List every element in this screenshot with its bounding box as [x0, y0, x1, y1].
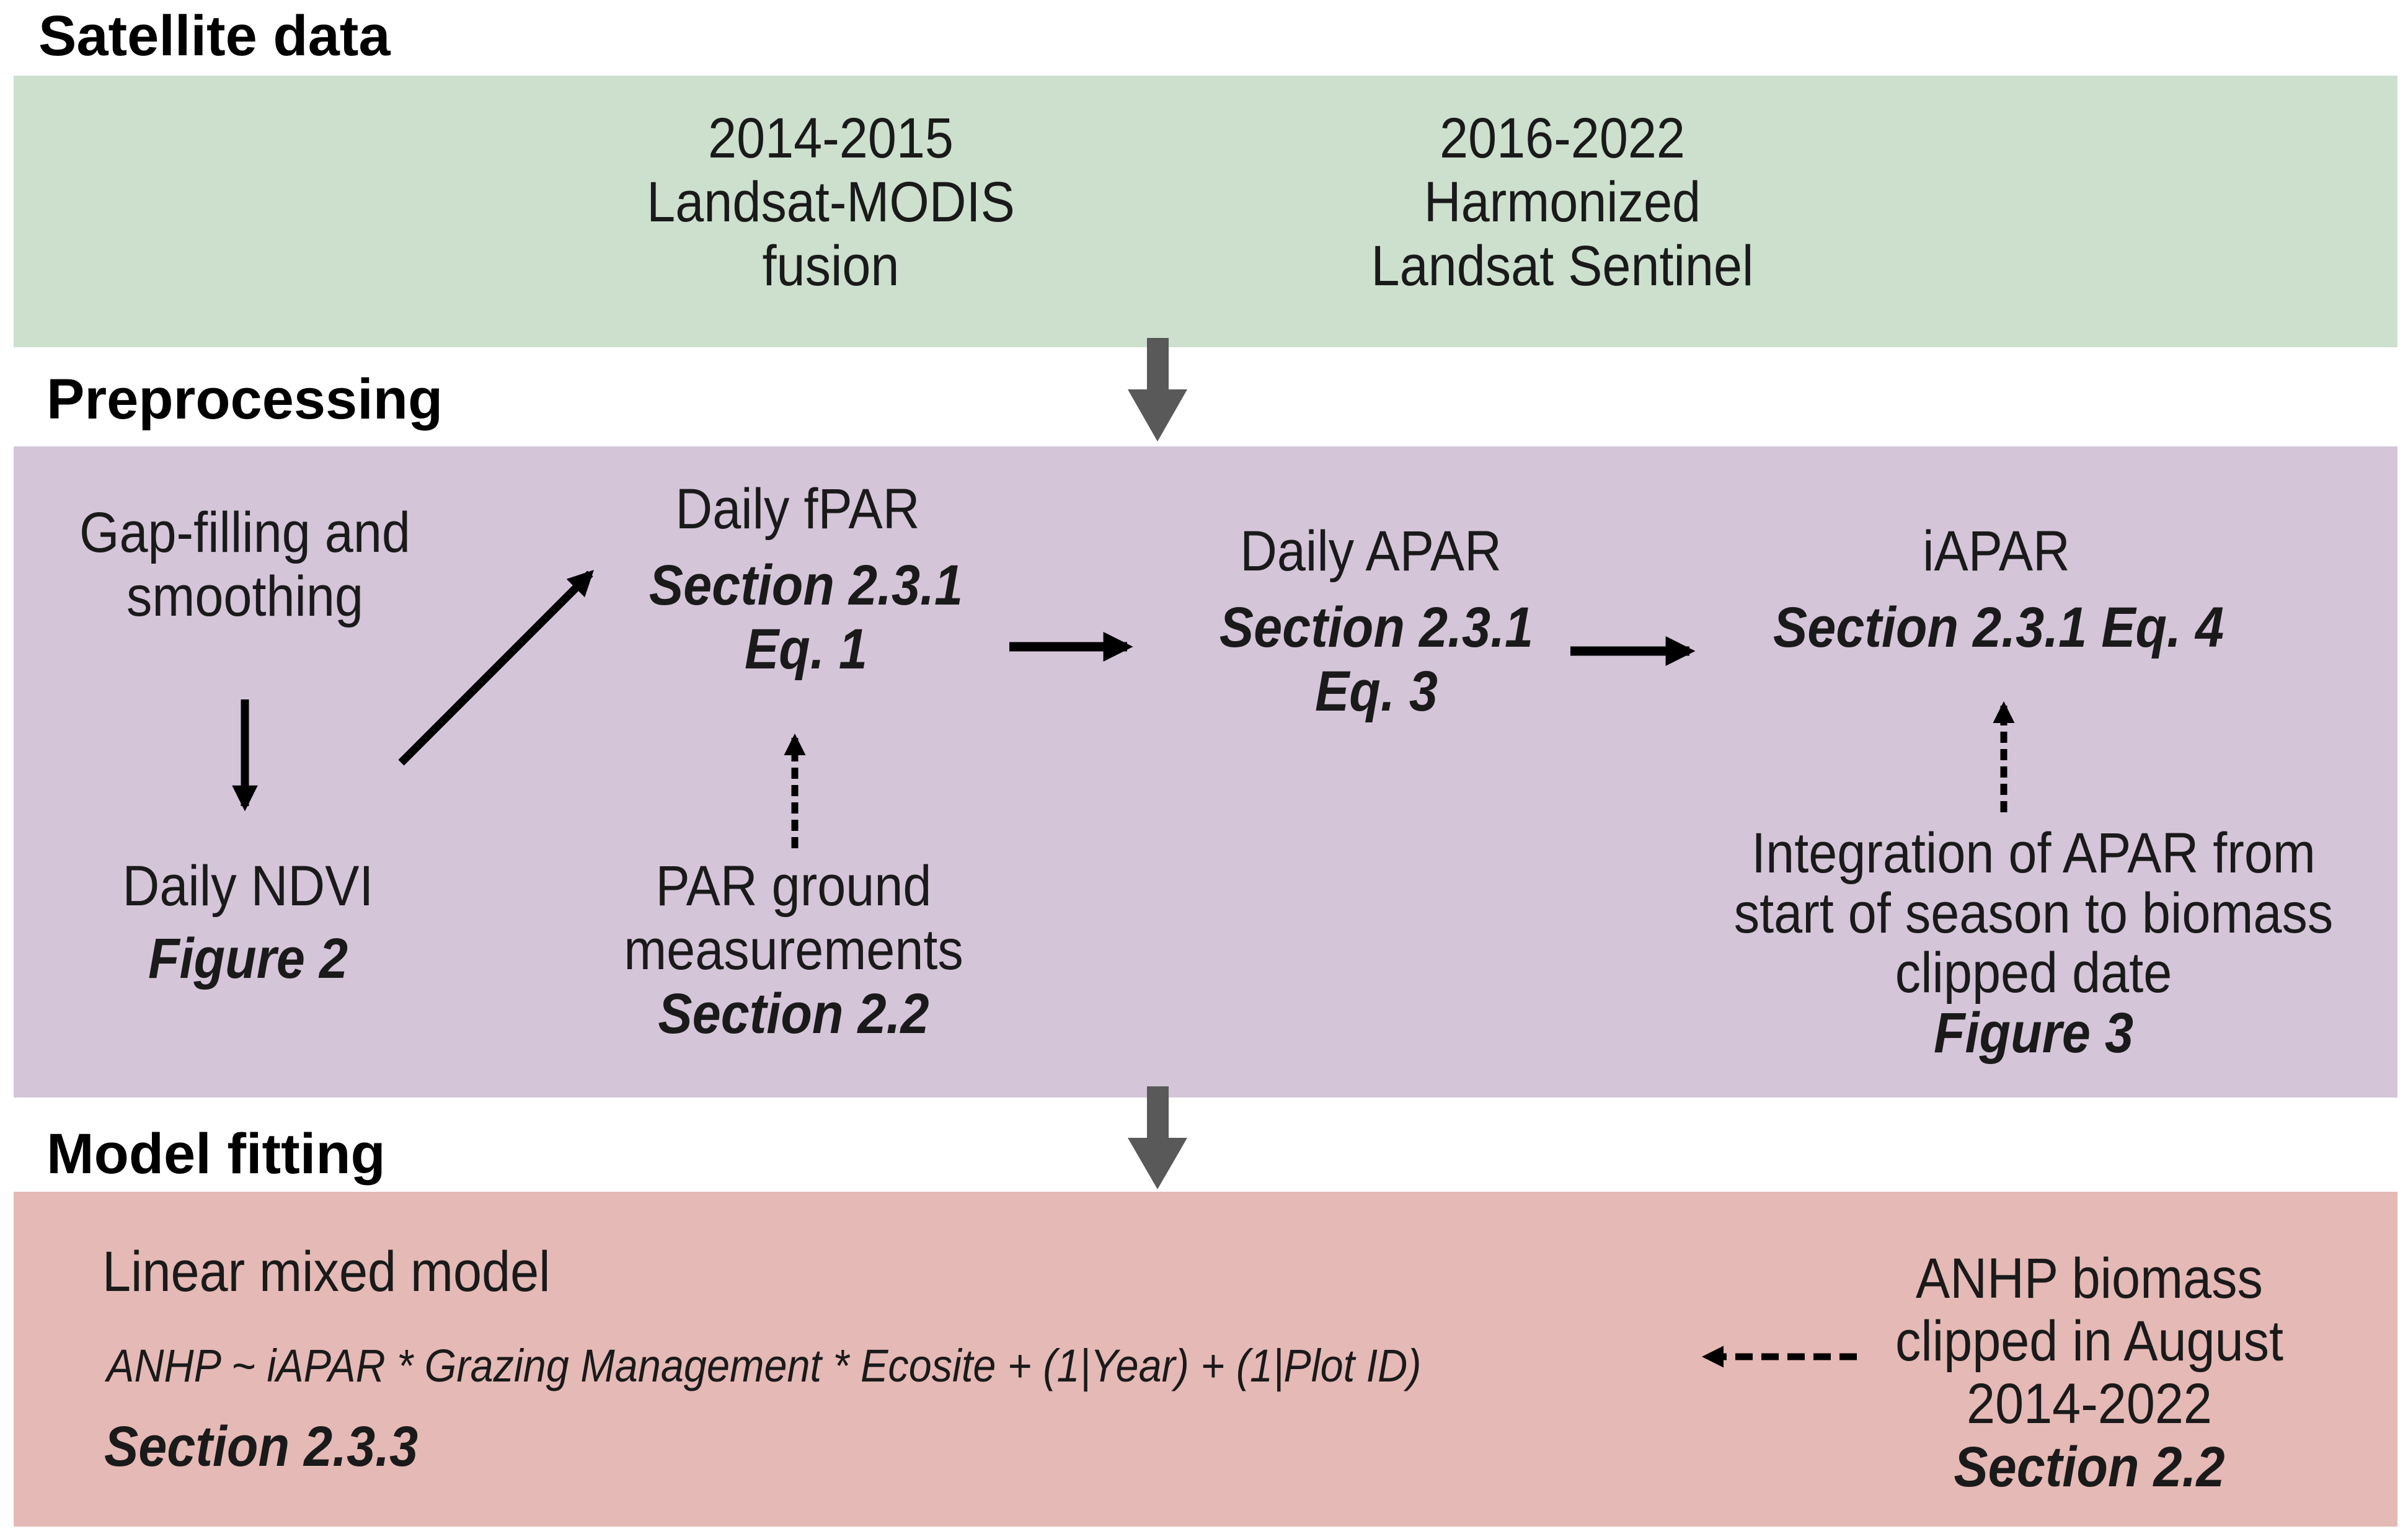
preprocessing-heading: Preprocessing [46, 368, 443, 431]
harmonized-landsat-sentinel-label: 2016-2022 Harmonized Landsat Sentinel [1371, 107, 1754, 298]
anhp-biomass-node: ANHP biomass clipped in August 2014-2022… [1895, 1247, 2284, 1499]
preprocessing-to-model-block-arrow [1128, 1086, 1187, 1189]
daily-fpar-node: Daily fPAR Section 2.3.1 Eq. 1 [648, 477, 963, 681]
satellite-data-heading: Satellite data [38, 4, 391, 68]
ndvi-to-fpar-arrow [398, 570, 594, 766]
preprocessing-panel [14, 446, 2397, 1098]
daily-apar-node: Daily APAR Section 2.3.1 Eq. 3 [1219, 520, 1534, 724]
landsat-modis-fusion-label: 2014-2015 Landsat-MODIS fusion [647, 107, 1015, 298]
model-formula: ANHP ~ iAPAR * Grazing Management * Ecos… [107, 1340, 1422, 1391]
satellite-data-panel [14, 76, 2397, 347]
model-section-ref: Section 2.3.3 [104, 1415, 418, 1478]
iapar-node: iAPAR Section 2.3.1 Eq. 4 [1773, 520, 2224, 660]
model-fitting-heading: Model fitting [46, 1122, 386, 1186]
integration-of-apar-node: Integration of APAR from start of season… [1733, 822, 2334, 1065]
satellite-to-preprocessing-block-arrow [1128, 338, 1187, 441]
daily-ndvi-node: Daily NDVI Figure 2 [122, 854, 374, 991]
par-ground-measurements-node: PAR ground measurements Section 2.2 [624, 854, 963, 1046]
gap-filling-smoothing-label: Gap-filling and smoothing [79, 501, 410, 629]
model-fitting-panel [14, 1192, 2397, 1527]
linear-mixed-model-title: Linear mixed model [102, 1240, 551, 1303]
